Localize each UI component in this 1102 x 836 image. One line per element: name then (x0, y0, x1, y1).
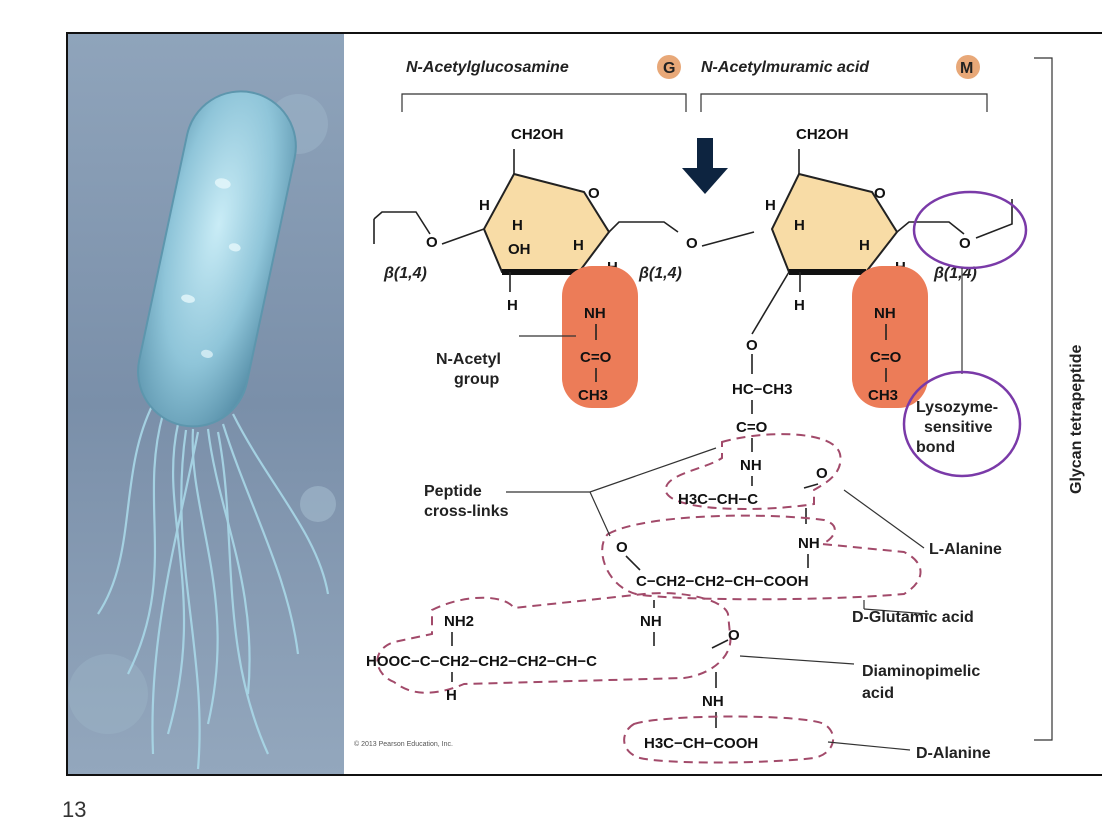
d-glutamic-label: D-Glutamic acid (852, 609, 974, 626)
glu-nh: NH (798, 535, 820, 552)
acetyl-label-1: N-Acetyl (436, 351, 501, 368)
nam-co: C=O (870, 349, 902, 366)
dap-label-2: acid (862, 685, 894, 702)
d-glutamic-outline (601, 514, 922, 601)
bacterium-illustration (68, 34, 344, 774)
lysozyme-bond-circle (912, 190, 1028, 270)
crosslink-label-2: cross-links (424, 503, 509, 520)
dap-o: O (728, 627, 740, 644)
peptidoglycan-diagram: N-Acetylglucosamine G N-Acetylmuramic ac… (354, 55, 1085, 764)
badge-g-circle (657, 55, 681, 79)
l-alanine-label: L-Alanine (929, 541, 1002, 558)
bracket-nam (700, 93, 988, 112)
acetyl-label-2: group (454, 371, 500, 388)
dap-label-1: Diaminopimelic (862, 663, 980, 680)
nag-ch2oh: CH2OH (511, 126, 564, 143)
left-o: O (426, 234, 438, 251)
bacterium-body (137, 90, 297, 428)
dala-nh: NH (702, 693, 724, 710)
nag-h1: H (479, 197, 490, 214)
nag-h5: H (507, 297, 518, 314)
nam-acetyl-highlight (852, 266, 928, 408)
glycan-bracket (1034, 57, 1053, 741)
beta-left: β(1,4) (383, 265, 427, 282)
copyright: © 2013 Pearson Education, Inc. (354, 740, 453, 748)
badge-m: M (960, 60, 973, 77)
nam-h3: H (859, 237, 870, 254)
slide-number: 13 (62, 797, 87, 822)
d-alanine-label: D-Alanine (916, 745, 991, 762)
lactyl-hc-ch3: HC−CH3 (732, 381, 792, 398)
nag-co: C=O (580, 349, 612, 366)
nag-acetyl-highlight (562, 266, 638, 408)
dap-outline (376, 592, 732, 694)
lala-chain: H3C−CH−C (678, 491, 758, 508)
nam-ch3: CH3 (868, 387, 898, 404)
lala-nh: NH (740, 457, 762, 474)
crosslink-leader (506, 447, 717, 537)
dap-h: H (446, 687, 457, 704)
badge-g: G (663, 60, 675, 77)
dala-chain: H3C−CH−COOH (644, 735, 758, 752)
glu-o: O (616, 539, 628, 556)
header-nam: N-Acetylmuramic acid M (701, 55, 980, 79)
lysozyme-label-circle (902, 370, 1022, 478)
right-o: O (959, 235, 971, 252)
nag-h2: H (512, 217, 523, 234)
nam-ring-o: O (874, 185, 886, 202)
nam-h5: H (794, 297, 805, 314)
lysozyme-label-3: bond (916, 439, 955, 456)
nam-title: N-Acetylmuramic acid (701, 59, 870, 76)
nag-ch3: CH3 (578, 387, 608, 404)
nag-oh: OH (508, 241, 531, 258)
beta-middle: β(1,4) (638, 265, 682, 282)
flagella (97, 403, 330, 770)
dap-nh2: NH2 (444, 613, 474, 630)
crosslink-label-1: Peptide (424, 483, 482, 500)
nag-h3: H (573, 237, 584, 254)
d-alanine-outline (623, 715, 835, 764)
lactyl-o: O (746, 337, 758, 354)
lysozyme-label-1: Lysozyme- (916, 399, 998, 416)
nag-nh: NH (584, 305, 606, 322)
glu-chain: C−CH2−CH2−CH−COOH (636, 573, 809, 590)
lactyl-co: C=O (736, 419, 768, 436)
beta-right: β(1,4) (933, 265, 977, 282)
lysozyme-label-2: sensitive (924, 419, 993, 436)
side-label: Glycan tetrapeptide (1068, 345, 1085, 494)
nam-ch2oh: CH2OH (796, 126, 849, 143)
bracket-nag (401, 93, 687, 112)
nam-ring: CH2OH O H H H H H (751, 126, 906, 335)
lala-o: O (816, 465, 828, 482)
nam-nh: NH (874, 305, 896, 322)
down-arrow-icon (682, 138, 728, 194)
dap-chain: HOOC−C−CH2−CH2−CH2−CH−C (366, 653, 597, 670)
badge-m-circle (956, 55, 980, 79)
middle-o: O (686, 235, 698, 252)
nam-h2: H (794, 217, 805, 234)
header-nag: N-Acetylglucosamine G (406, 55, 681, 79)
nam-h1: H (765, 197, 776, 214)
nag-ring-o: O (588, 185, 600, 202)
dap-nh: NH (640, 613, 662, 630)
l-alanine-outline (664, 433, 842, 510)
slide-frame: N-Acetylglucosamine G N-Acetylmuramic ac… (66, 32, 1102, 776)
nag-title: N-Acetylglucosamine (406, 59, 569, 76)
